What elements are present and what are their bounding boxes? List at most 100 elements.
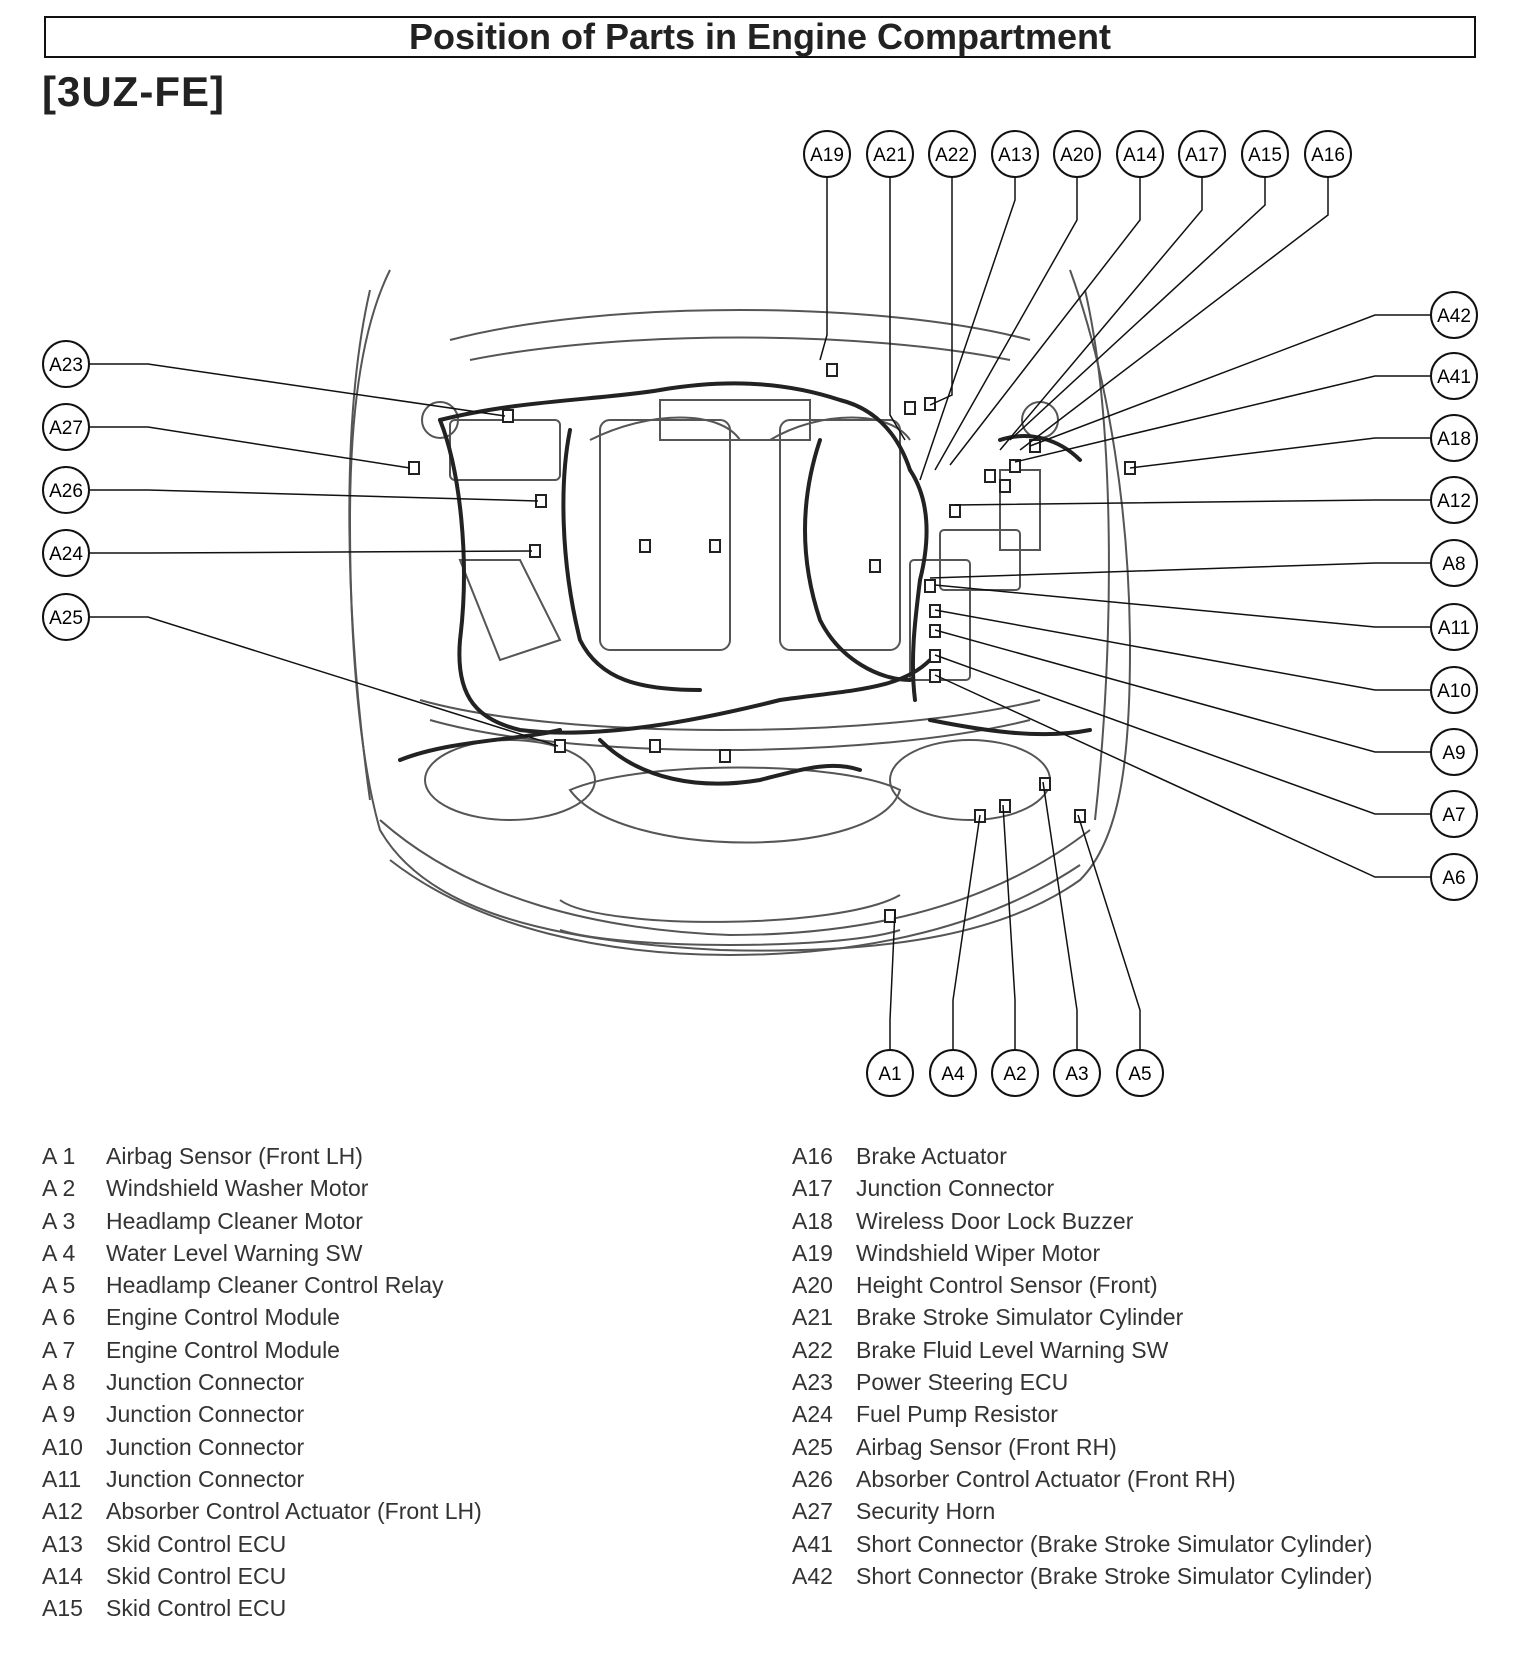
svg-text:A14: A14 <box>1123 145 1157 166</box>
legend-code: A 1 <box>42 1143 76 1169</box>
legend-desc: Height Control Sensor (Front) <box>856 1272 1158 1299</box>
legend-code: A15 <box>42 1595 83 1622</box>
callout-a41: A41 <box>1430 352 1478 400</box>
legend-code: A27 <box>792 1498 833 1525</box>
legend-desc: Airbag Sensor (Front RH) <box>856 1433 1117 1460</box>
legend-code: A16 <box>792 1143 833 1169</box>
legend-code: A13 <box>42 1530 83 1557</box>
legend-desc: Brake Actuator <box>856 1143 1007 1169</box>
legend-desc: Fuel Pump Resistor <box>856 1401 1058 1428</box>
callout-a6: A6 <box>1430 853 1478 901</box>
legend-code: A 9 <box>42 1401 76 1428</box>
legend-code: A19 <box>792 1239 833 1266</box>
svg-text:A41: A41 <box>1437 367 1471 388</box>
legend-row: A 3 Headlamp Cleaner Motor <box>42 1205 482 1237</box>
legend-code: A 3 <box>42 1207 76 1234</box>
legend-desc: Power Steering ECU <box>856 1369 1069 1396</box>
callouts: A19 A21 A22 A13 A20 A14 A17 A15 A16 A23 … <box>42 130 1478 1097</box>
legend-code: A24 <box>792 1401 833 1428</box>
legend-desc: Skid Control ECU <box>106 1595 287 1622</box>
legend-row: A16 Brake Actuator <box>792 1140 1372 1172</box>
legend-desc: Windshield Washer Motor <box>106 1175 369 1202</box>
leader-lines <box>88 168 1432 1050</box>
legend-code: A26 <box>792 1465 833 1492</box>
legend-code: A 5 <box>42 1272 76 1299</box>
legend-code: A11 <box>42 1465 82 1492</box>
callout-a25: A25 <box>42 593 90 641</box>
svg-text:A8: A8 <box>1442 554 1465 575</box>
legend-desc: Headlamp Cleaner Control Relay <box>106 1272 444 1299</box>
svg-text:A16: A16 <box>1311 145 1345 166</box>
legend-code: A17 <box>792 1175 833 1202</box>
legend-desc: Airbag Sensor (Front LH) <box>106 1143 363 1169</box>
svg-text:A17: A17 <box>1185 145 1219 166</box>
legend-desc: Brake Fluid Level Warning SW <box>856 1336 1169 1363</box>
legend-desc: Junction Connector <box>106 1369 305 1396</box>
svg-text:A10: A10 <box>1437 681 1471 702</box>
svg-text:A13: A13 <box>998 145 1032 166</box>
legend-desc: Wireless Door Lock Buzzer <box>856 1207 1134 1234</box>
engine-code-subtitle: [3UZ-FE] <box>42 68 225 115</box>
legend-code: A 8 <box>42 1369 76 1396</box>
svg-text:A12: A12 <box>1437 491 1471 512</box>
legend-code: A10 <box>42 1433 83 1460</box>
legend-desc: Junction Connector <box>106 1465 305 1492</box>
engine-illustration <box>348 269 1132 957</box>
legend-code: A41 <box>792 1530 833 1557</box>
legend-row: A 2 Windshield Washer Motor <box>42 1172 482 1204</box>
legend-code: A21 <box>792 1304 833 1331</box>
svg-text:A20: A20 <box>1060 145 1094 166</box>
callout-a27: A27 <box>42 403 90 451</box>
callout-a16: A16 <box>1304 130 1352 178</box>
callout-a19: A19 <box>803 130 851 178</box>
svg-text:A25: A25 <box>49 608 83 629</box>
callout-a23: A23 <box>42 340 90 388</box>
svg-text:A6: A6 <box>1442 868 1465 889</box>
svg-text:A27: A27 <box>49 418 83 439</box>
callout-a26: A26 <box>42 466 90 514</box>
callout-a13: A13 <box>991 130 1039 178</box>
legend-code: A42 <box>792 1562 833 1589</box>
callout-a9: A9 <box>1430 728 1478 776</box>
svg-text:A24: A24 <box>49 544 83 565</box>
callout-a15: A15 <box>1241 130 1289 178</box>
legend-code: A22 <box>792 1336 833 1363</box>
callout-a18: A18 <box>1430 414 1478 462</box>
callout-a10: A10 <box>1430 666 1478 714</box>
legend-row: A 5 Headlamp Cleaner Control Relay <box>42 1269 482 1301</box>
callout-a42: A42 <box>1430 291 1478 339</box>
callout-a12: A12 <box>1430 476 1478 524</box>
callout-a24: A24 <box>42 529 90 577</box>
legend-code: A 4 <box>42 1239 76 1266</box>
callout-a3: A3 <box>1053 1049 1101 1097</box>
legend-row: A27 Security Horn <box>792 1495 1372 1527</box>
callout-a22: A22 <box>928 130 976 178</box>
svg-text:A5: A5 <box>1128 1064 1151 1085</box>
svg-text:A11: A11 <box>1438 618 1470 639</box>
legend-row: A 1 Airbag Sensor (Front LH) <box>42 1140 482 1172</box>
legend-code: A12 <box>42 1498 83 1525</box>
legend-desc: Engine Control Module <box>106 1304 340 1331</box>
svg-text:A22: A22 <box>935 145 969 166</box>
svg-text:A21: A21 <box>873 145 907 166</box>
svg-text:A2: A2 <box>1003 1064 1026 1085</box>
callout-a17: A17 <box>1178 130 1226 178</box>
legend-desc: Junction Connector <box>106 1401 305 1428</box>
svg-text:A1: A1 <box>878 1064 901 1085</box>
legend-code: A 2 <box>42 1175 76 1202</box>
callout-a21: A21 <box>866 130 914 178</box>
legend-desc: Headlamp Cleaner Motor <box>106 1207 363 1234</box>
callout-a8: A8 <box>1430 539 1478 587</box>
svg-text:A23: A23 <box>49 355 83 376</box>
legend-code: A25 <box>792 1433 833 1460</box>
legend-desc: Security Horn <box>856 1498 996 1525</box>
legend-code: A 7 <box>42 1336 76 1363</box>
svg-text:A42: A42 <box>1437 306 1471 327</box>
